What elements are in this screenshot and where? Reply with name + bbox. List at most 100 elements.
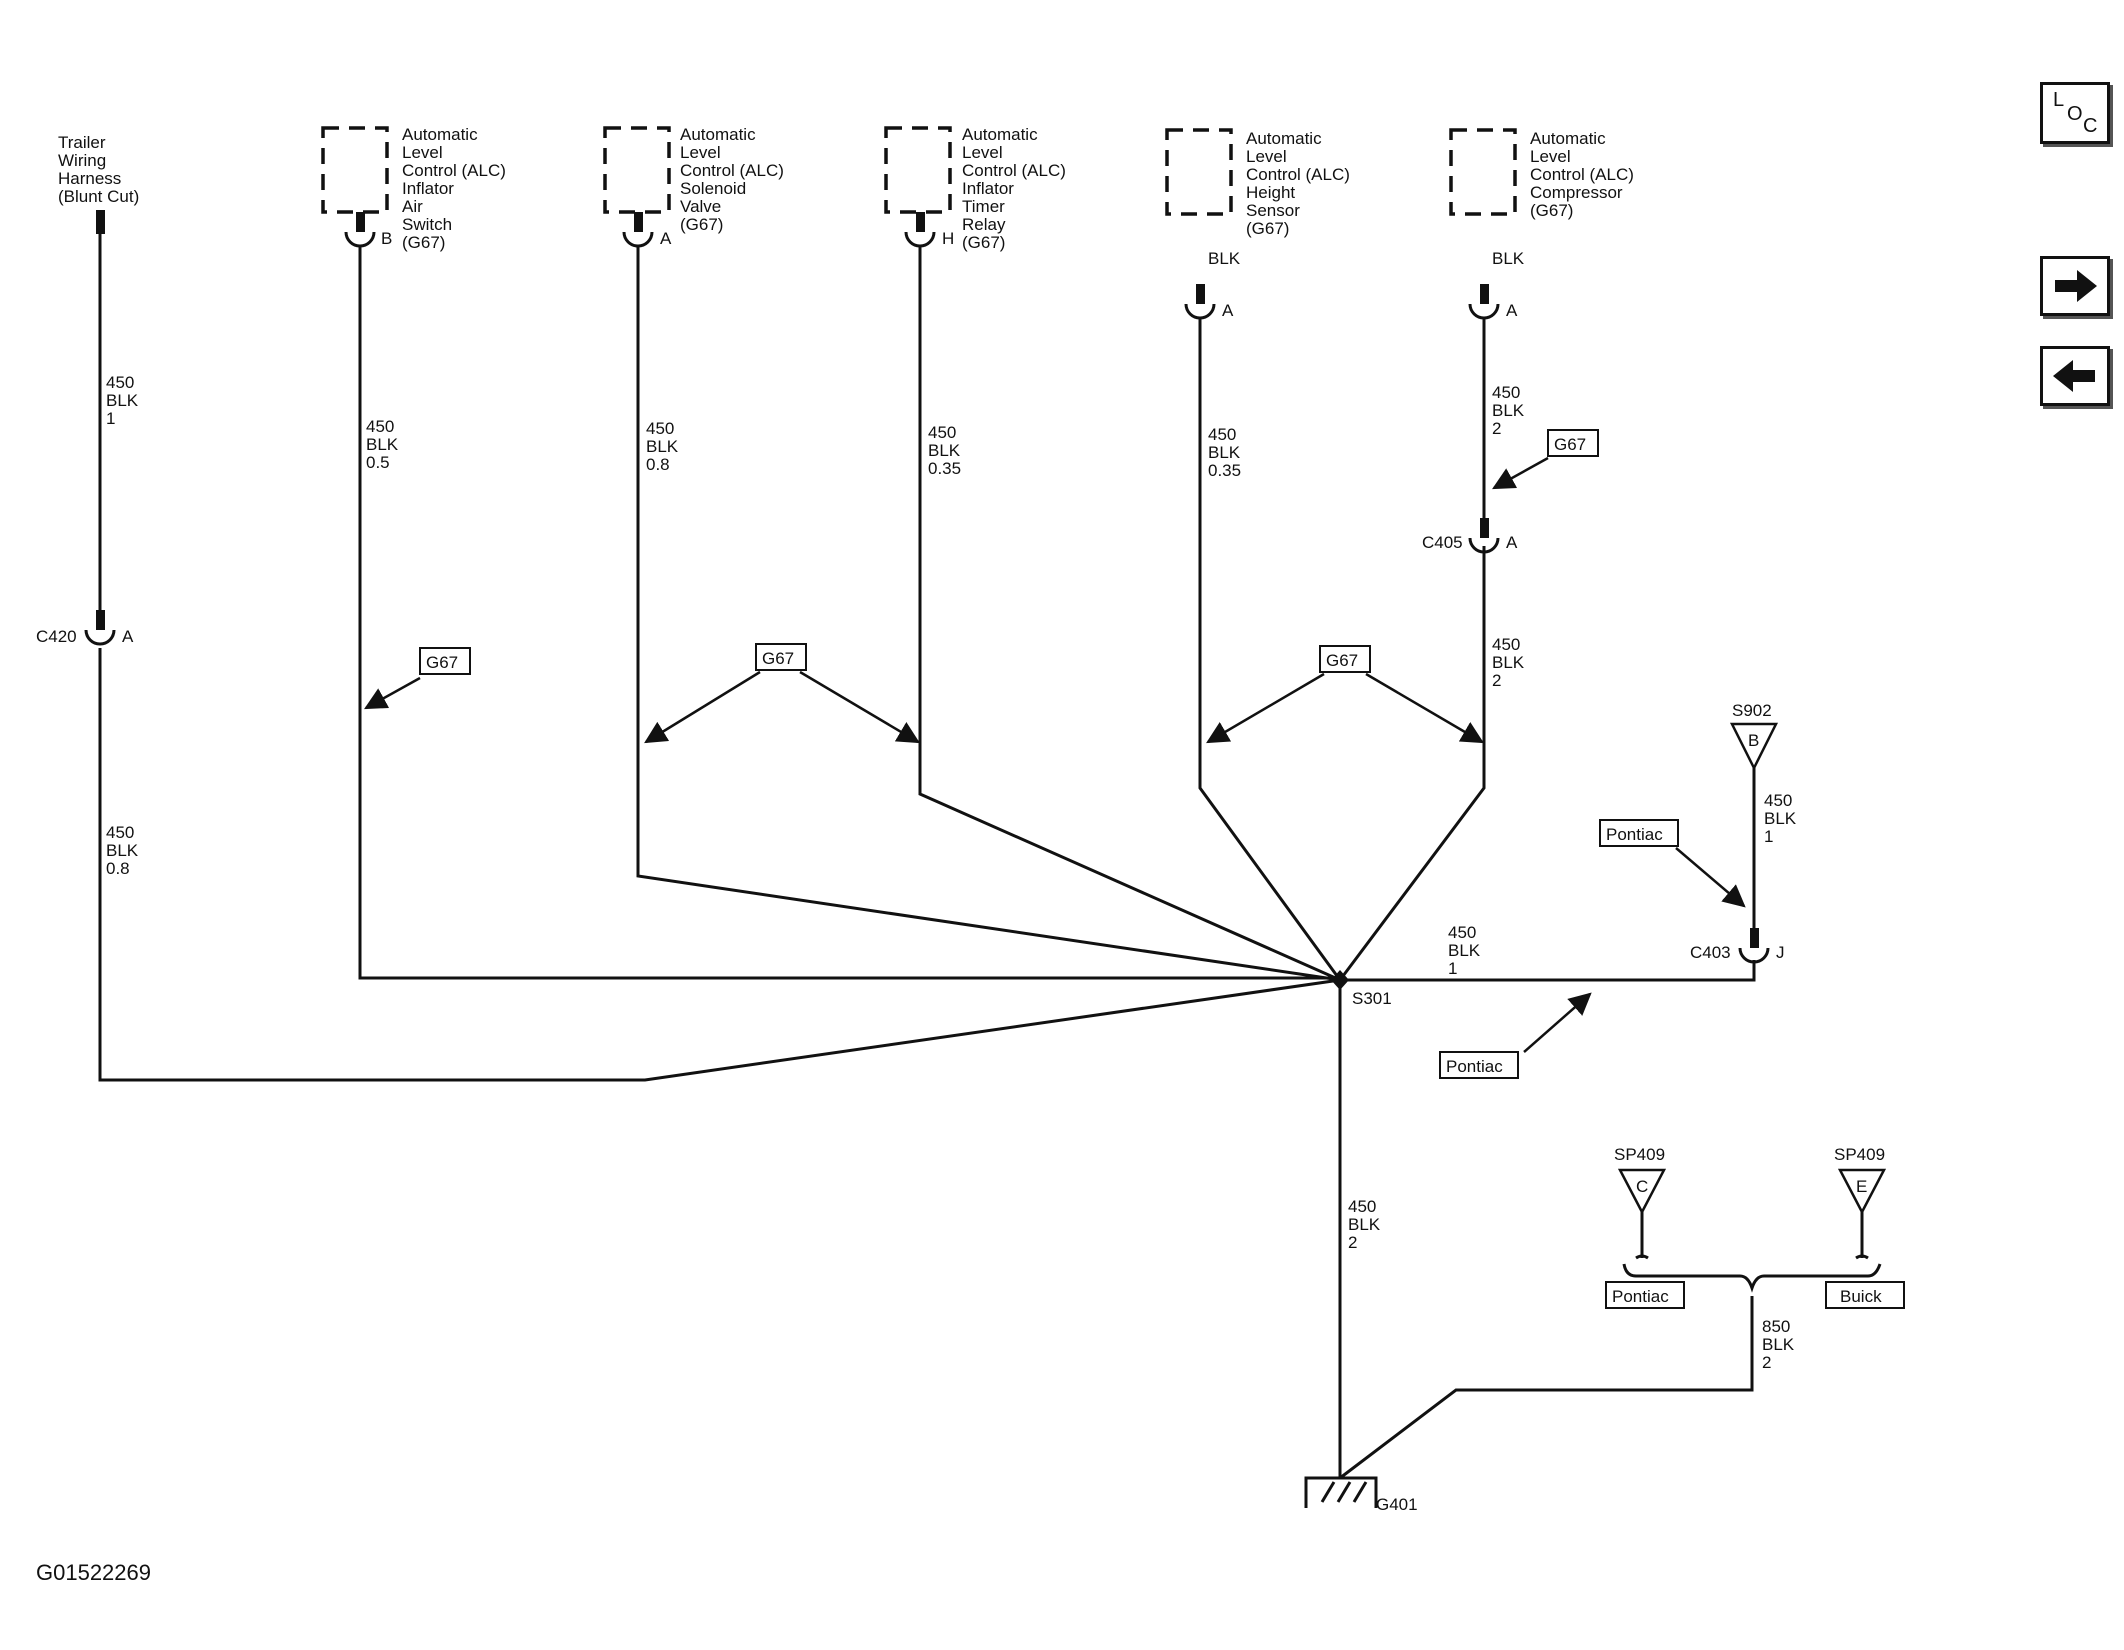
text-line: BLK [1348, 1215, 1381, 1234]
text-line: BLK [106, 841, 139, 860]
text-line: Level [402, 143, 443, 162]
text-line: 450 [928, 423, 956, 442]
alc-compressor-box [1449, 128, 1517, 216]
text-line: BLK [1492, 401, 1525, 420]
text-line: 450 [366, 417, 394, 436]
splice-sp409-e: SP409 E [1834, 1145, 1887, 1260]
text-line: 0.8 [106, 859, 130, 878]
alc-air-switch-box [321, 126, 389, 214]
previous-page-button[interactable] [2040, 346, 2110, 406]
text-line: Automatic [1246, 129, 1322, 148]
text-line: Level [1246, 147, 1287, 166]
text-line: Control (ALC) [962, 161, 1066, 180]
svg-text:G67: G67 [1326, 651, 1358, 670]
text-line: 450 [1448, 923, 1476, 942]
svg-text:Pontiac: Pontiac [1612, 1287, 1669, 1306]
text-line: Air [402, 197, 423, 216]
text-line: Relay [962, 215, 1006, 234]
text-line: Switch [402, 215, 452, 234]
svg-text:J: J [1776, 943, 1785, 962]
text-line: (G67) [402, 233, 445, 252]
alc-height-box [1165, 128, 1233, 216]
text-line: (Blunt Cut) [58, 187, 139, 206]
text-line: BLK [1208, 443, 1241, 462]
svg-text:E: E [1856, 1177, 1867, 1196]
text-line: Sensor [1246, 201, 1300, 220]
text-line: Level [680, 143, 721, 162]
text-line: Control (ALC) [680, 161, 784, 180]
connector-compressor: BLK A [1468, 249, 1525, 320]
next-page-button[interactable] [2040, 256, 2110, 316]
option-tag-g67: G67 [1319, 645, 1371, 673]
svg-text:SP409: SP409 [1614, 1145, 1665, 1164]
text-line: BLK [1764, 809, 1797, 828]
arrow-right-icon [2055, 270, 2097, 302]
text-line: (G67) [1246, 219, 1289, 238]
text-line: Automatic [962, 125, 1038, 144]
text-line: 1 [1448, 959, 1457, 978]
text-line: Control (ALC) [1246, 165, 1350, 184]
connector-timer: H [904, 212, 954, 248]
text-line: Valve [680, 197, 721, 216]
svg-text:A: A [122, 627, 134, 646]
connector-c405: C405 A [1422, 518, 1518, 554]
svg-text:H: H [942, 229, 954, 248]
text-line: BLK [1448, 941, 1481, 960]
svg-text:B: B [381, 229, 392, 248]
text-line: 0.35 [1208, 461, 1241, 480]
svg-text:C420: C420 [36, 627, 77, 646]
svg-text:Pontiac: Pontiac [1606, 825, 1663, 844]
svg-text:Buick: Buick [1840, 1287, 1882, 1306]
text-line: BLK [928, 441, 961, 460]
text-line: (G67) [680, 215, 723, 234]
option-brace [1622, 1263, 1882, 1293]
loc-letter: C [2083, 115, 2098, 137]
connector-c403: C403 J [1690, 928, 1785, 964]
text-line: Automatic [402, 125, 478, 144]
text-line: Inflator [402, 179, 454, 198]
text-line: BLK [106, 391, 139, 410]
text-line: BLK [646, 437, 679, 456]
option-tag-pontiac: Pontiac [1605, 1281, 1685, 1309]
splice-s301: S301 [1331, 970, 1392, 1008]
text-line: Harness [58, 169, 121, 188]
text-line: Automatic [1530, 129, 1606, 148]
text-line: 450 [1492, 383, 1520, 402]
svg-text:A: A [660, 229, 672, 248]
option-tag-g67: G67 [1547, 429, 1599, 457]
text-line: 450 [106, 823, 134, 842]
text-line: 2 [1492, 419, 1501, 438]
splice-s902: S902 B [1729, 701, 1779, 771]
text-line: BLK [366, 435, 399, 454]
svg-text:S902: S902 [1732, 701, 1772, 720]
alc-timer-box [884, 126, 952, 214]
text-line: BLK [1762, 1335, 1795, 1354]
svg-text:C: C [1636, 1177, 1648, 1196]
text-line: 2 [1492, 671, 1501, 690]
arrow-left-icon [2053, 360, 2095, 392]
option-tag-g67: G67 [419, 647, 471, 675]
svg-text:G67: G67 [426, 653, 458, 672]
alc-solenoid-box [603, 126, 671, 214]
location-button[interactable]: L O C [2040, 82, 2110, 144]
svg-text:A: A [1222, 301, 1234, 320]
wires [98, 234, 1756, 1480]
text-line: 450 [1348, 1197, 1376, 1216]
text-line: (G67) [1530, 201, 1573, 220]
image-id-label: G01522269 [36, 1560, 151, 1585]
loc-letter: L [2053, 89, 2065, 111]
text-line: Level [1530, 147, 1571, 166]
